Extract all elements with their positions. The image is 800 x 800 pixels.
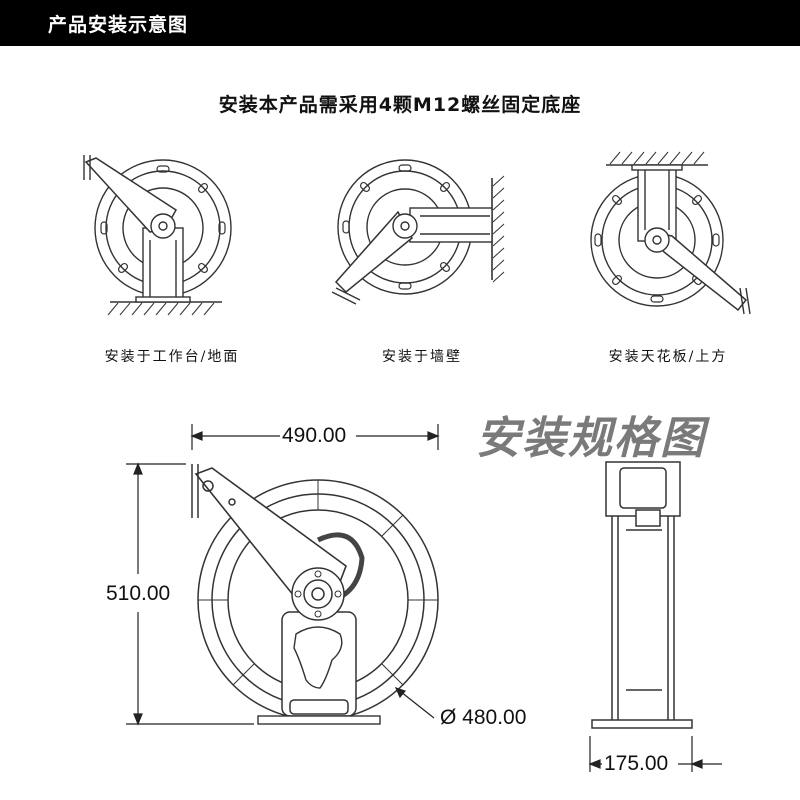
floor-mount-diagram	[83, 155, 232, 316]
dimension-diameter-label: Ø 480.00	[440, 706, 527, 729]
dimension-width-label: 490.00	[282, 424, 347, 447]
dimension-lines	[126, 424, 722, 772]
caption-floor-mount: 安装于工作台/地面	[104, 349, 240, 365]
spec-title: 安装规格图	[476, 413, 706, 464]
caption-ceiling-mount: 安装天花板/上方	[608, 349, 728, 365]
header-bar	[0, 0, 800, 46]
wall-mount-diagram	[331, 159, 505, 305]
spec-side-view	[591, 461, 693, 729]
installation-instruction: 安装本产品需采用4颗M12螺丝固定底座	[218, 94, 582, 116]
spec-front-view	[191, 464, 439, 725]
header-title: 产品安装示意图	[48, 14, 189, 36]
dimension-depth-label: 175.00	[604, 752, 669, 775]
caption-wall-mount: 安装于墙壁	[382, 349, 462, 365]
ceiling-mount-diagram	[590, 151, 751, 315]
dimension-height-label: 510.00	[106, 582, 171, 605]
